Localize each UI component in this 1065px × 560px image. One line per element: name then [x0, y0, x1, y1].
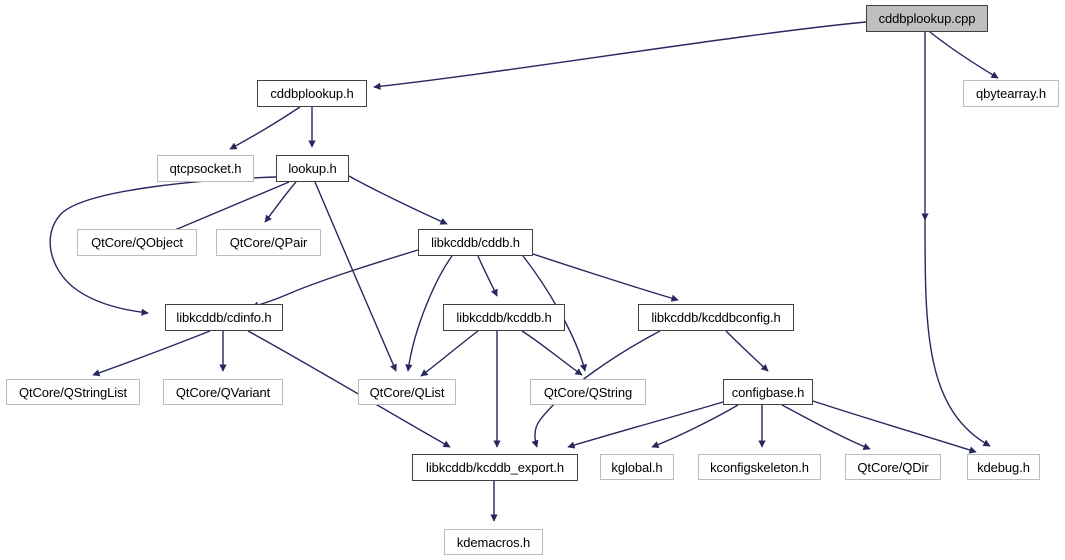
- graph-node-label: libkcddb/cdinfo.h: [176, 310, 272, 325]
- graph-edge: [162, 181, 290, 236]
- graph-node-label: libkcddb/kcddbconfig.h: [651, 310, 781, 325]
- graph-edge: [49, 176, 277, 316]
- graph-edge: [420, 330, 479, 377]
- graph-node-label: qtcpsocket.h: [169, 161, 242, 176]
- graph-edge: [251, 249, 419, 309]
- graph-node-label: libkcddb/kcddb_export.h: [426, 460, 564, 475]
- graph-node-label: QtCore/QString: [543, 384, 633, 400]
- graph-node-label: lookup.h: [288, 161, 337, 176]
- graph-node-label: kconfigskeleton.h: [710, 459, 809, 475]
- graph-edge: [521, 330, 583, 376]
- graph-node-label: kdemacros.h: [456, 534, 531, 550]
- graph-node-configbase-h[interactable]: configbase.h: [723, 379, 813, 405]
- graph-edge: [781, 404, 871, 450]
- graph-node-label: QtCore/QPair: [229, 235, 308, 250]
- graph-edge: [725, 330, 769, 372]
- graph-node-kdebug-h[interactable]: kdebug.h: [967, 454, 1040, 480]
- graph-node-label: QtCore/QDir: [857, 459, 929, 475]
- graph-edge: [92, 330, 211, 377]
- graph-node-qtcore-qdir[interactable]: QtCore/QDir: [845, 454, 941, 480]
- graph-node-label: QtCore/QStringList: [18, 384, 127, 400]
- graph-node-label: kglobal.h: [611, 459, 663, 475]
- graph-edge: [314, 181, 397, 372]
- graph-node-cddbplookup-cpp[interactable]: cddbplookup.cpp: [866, 5, 988, 32]
- graph-edge: [531, 330, 661, 448]
- graph-edge: [229, 106, 301, 150]
- graph-edge: [812, 400, 977, 454]
- graph-edge: [264, 181, 297, 223]
- graph-node-label: configbase.h: [731, 384, 805, 400]
- graph-node-label: cddbplookup.h: [270, 86, 354, 101]
- graph-node-label: libkcddb/cddb.h: [431, 235, 520, 250]
- graph-node-qtcore-qobject[interactable]: QtCore/QObject: [77, 229, 197, 256]
- edge-group: [49, 21, 999, 522]
- graph-node-libkcddb-kcddb-h[interactable]: libkcddb/kcddb.h: [443, 304, 565, 331]
- graph-edge: [477, 255, 498, 297]
- graph-edge: [651, 404, 739, 449]
- graph-node-qtcore-qpair[interactable]: QtCore/QPair: [216, 229, 321, 256]
- graph-node-kconfigskeleton-h[interactable]: kconfigskeleton.h: [698, 454, 821, 480]
- graph-node-qtcpsocket-h[interactable]: qtcpsocket.h: [157, 155, 254, 182]
- graph-edge: [405, 255, 453, 372]
- graph-node-libkcddb-cddb-h[interactable]: libkcddb/cddb.h: [418, 229, 533, 256]
- graph-node-label: qbytearray.h: [975, 86, 1047, 101]
- graph-node-libkcddb-kcddbconfig-h[interactable]: libkcddb/kcddbconfig.h: [638, 304, 794, 331]
- graph-node-qtcore-qstring[interactable]: QtCore/QString: [530, 379, 646, 405]
- graph-edge: [348, 175, 448, 225]
- graph-node-qbytearray-h[interactable]: qbytearray.h: [963, 80, 1059, 107]
- graph-edge: [247, 330, 451, 448]
- graph-node-label: cddbplookup.cpp: [878, 11, 976, 26]
- graph-edge: [929, 31, 999, 79]
- graph-node-libkcddb-kcddb-export[interactable]: libkcddb/kcddb_export.h: [412, 454, 578, 481]
- graph-node-label: QtCore/QVariant: [175, 384, 271, 400]
- graph-edge: [924, 219, 991, 447]
- graph-node-label: libkcddb/kcddb.h: [456, 310, 552, 325]
- graph-node-lookup-h[interactable]: lookup.h: [276, 155, 349, 182]
- graph-node-cddbplookup-h[interactable]: cddbplookup.h: [257, 80, 367, 107]
- graph-edge: [567, 401, 724, 449]
- graph-node-kdemacros-h[interactable]: kdemacros.h: [444, 529, 543, 555]
- graph-node-label: QtCore/QObject: [91, 235, 183, 250]
- graph-node-kglobal-h[interactable]: kglobal.h: [600, 454, 674, 480]
- graph-node-libkcddb-cdinfo-h[interactable]: libkcddb/cdinfo.h: [165, 304, 283, 331]
- graph-node-label: QtCore/QList: [369, 384, 445, 400]
- graph-node-qtcore-qlist[interactable]: QtCore/QList: [358, 379, 456, 405]
- graph-edge: [373, 21, 867, 90]
- graph-node-qtcore-qvariant[interactable]: QtCore/QVariant: [163, 379, 283, 405]
- graph-node-qtcore-qstringlist[interactable]: QtCore/QStringList: [6, 379, 140, 405]
- graph-edge: [529, 252, 679, 302]
- graph-node-label: kdebug.h: [977, 459, 1030, 475]
